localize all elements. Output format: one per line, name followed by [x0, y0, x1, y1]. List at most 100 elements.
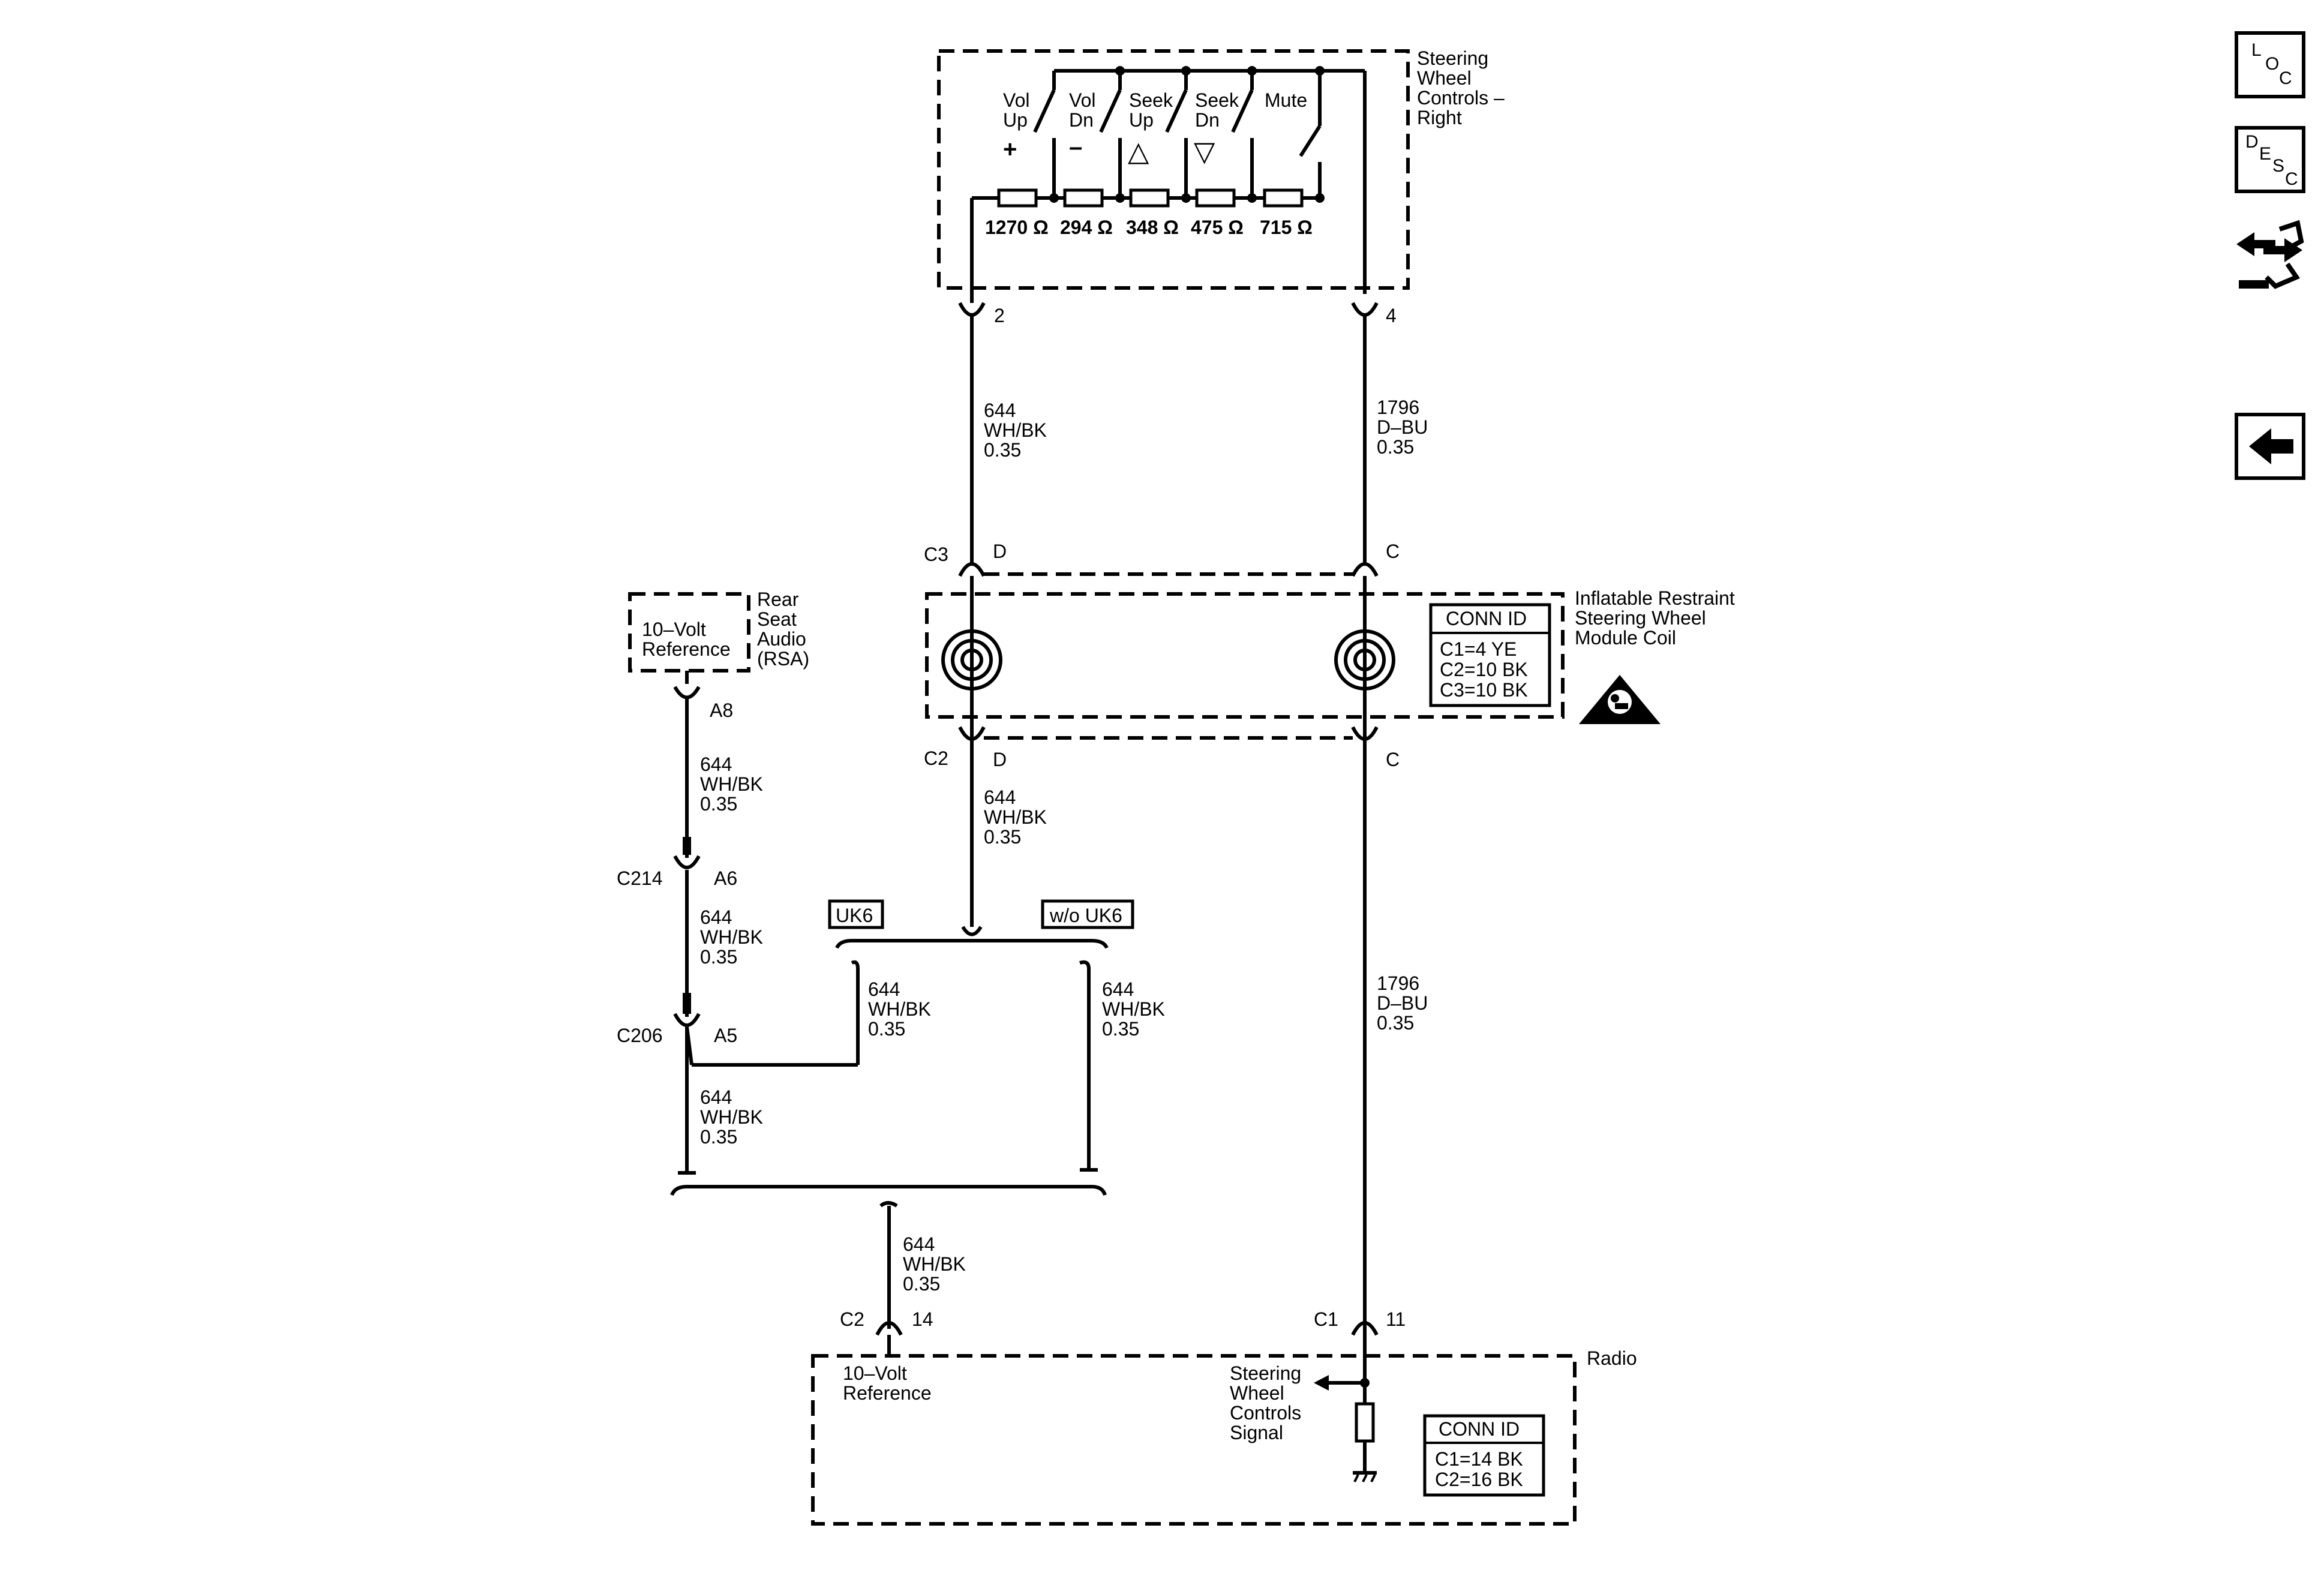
svg-text:WH/BK: WH/BK [984, 806, 1047, 828]
svg-text:WH/BK: WH/BK [700, 1106, 763, 1128]
svg-text:D–BU: D–BU [1377, 992, 1428, 1014]
svg-text:644: 644 [700, 1086, 732, 1108]
wire-label-c206-down: 644 WH/BK 0.35 [700, 1086, 763, 1148]
wire-label-coil-below-left: 644 WH/BK 0.35 [984, 786, 1047, 848]
radio-ref-label-line1: 10–Volt [843, 1362, 907, 1384]
svg-text:0.35: 0.35 [700, 1126, 737, 1148]
switch-vol-up-label: Vol [1003, 89, 1029, 111]
wire-label-upper-right: 1796 D–BU 0.35 [1377, 397, 1428, 458]
coil-title-line3: Module Coil [1575, 627, 1676, 649]
swc-title-line1: Steering [1417, 47, 1488, 69]
pin-4-label: 4 [1386, 305, 1397, 326]
svg-text:w/o UK6: w/o UK6 [1049, 905, 1122, 926]
svg-text:O: O [2265, 54, 2279, 74]
wire-label-to-radio: 644 WH/BK 0.35 [903, 1233, 966, 1295]
option-bus: UK6 w/o UK6 644 WH/BK 0.35 644 WH/BK 0.3… [692, 899, 1165, 1172]
rsa-title-line4: (RSA) [757, 648, 809, 670]
wo-uk6-option-box: w/o UK6 [1041, 899, 1134, 929]
resistor-1270-label: 1270 Ω [985, 217, 1049, 238]
svg-text:0.35: 0.35 [700, 793, 737, 815]
ground-icon [1353, 1471, 1377, 1482]
radio-title: Radio [1587, 1347, 1637, 1369]
rsa-title-line2: Seat [757, 608, 797, 630]
rsa-ref-label-line2: Reference [642, 638, 731, 660]
radio-c1-label: C1 [1314, 1308, 1338, 1330]
svg-text:644: 644 [700, 754, 732, 775]
minus-icon: – [1069, 134, 1082, 160]
rear-seat-audio: 10–Volt Reference Rear Seat Audio (RSA) … [628, 589, 809, 721]
radio-signal-line4: Signal [1230, 1422, 1283, 1443]
radio-c2-label: C2 [840, 1308, 864, 1330]
svg-text:0.35: 0.35 [700, 946, 737, 968]
svg-text:WH/BK: WH/BK [1102, 998, 1165, 1020]
c206-label: C206 [617, 1025, 663, 1046]
svg-text:WH/BK: WH/BK [903, 1253, 966, 1275]
svg-text:0.35: 0.35 [868, 1018, 905, 1040]
svg-text:CONN ID: CONN ID [1446, 608, 1527, 629]
c206-connector: C206 A5 [617, 1013, 737, 1046]
switch-vol-dn-label2: Dn [1069, 109, 1094, 131]
c214-pin-a6: A6 [714, 867, 737, 889]
svg-text:WH/BK: WH/BK [700, 926, 763, 948]
coil-spiral-right [1334, 629, 1395, 691]
c3-pin-c: C [1386, 541, 1400, 562]
svg-text:0.35: 0.35 [1377, 436, 1414, 458]
svg-text:UK6: UK6 [836, 905, 873, 926]
c3-pin-d: D [993, 541, 1007, 562]
svg-text:D–BU: D–BU [1377, 416, 1428, 438]
plus-icon: + [1003, 136, 1017, 163]
pin-2-label: 2 [994, 305, 1005, 326]
svg-text:E: E [2259, 144, 2271, 164]
resistor-294-label: 294 Ω [1060, 217, 1113, 238]
resistor-348-label: 348 Ω [1126, 217, 1179, 238]
radio-conn-id-box: CONN ID C1=14 BK C2=16 BK [1423, 1414, 1545, 1497]
clock-spring-coil: C3 D C C2 D C CONN ID C1=4 YE C2 [924, 541, 1735, 770]
switch-seek-dn-label: Seek [1195, 89, 1239, 111]
svg-text:644: 644 [984, 786, 1016, 808]
coil-title-line2: Steering Wheel [1575, 607, 1706, 629]
switch-mute-label: Mute [1265, 89, 1307, 111]
svg-text:C2=10 BK: C2=10 BK [1440, 659, 1528, 680]
wire-label-upper-left: 644 WH/BK 0.35 [984, 400, 1047, 461]
radio-signal-line2: Wheel [1230, 1382, 1284, 1404]
svg-text:WH/BK: WH/BK [868, 998, 931, 1020]
resistor-715-label: 715 Ω [1260, 217, 1313, 238]
wire-label-wo-uk6: 644 WH/BK 0.35 [1102, 978, 1165, 1040]
swc-connector: 2 4 [958, 302, 1397, 326]
coil-conn-id-box: CONN ID C1=4 YE C2=10 BK C3=10 BK [1429, 603, 1551, 707]
svg-text:644: 644 [984, 400, 1016, 421]
svg-text:644: 644 [700, 906, 732, 928]
svg-text:C2=16 BK: C2=16 BK [1435, 1469, 1523, 1490]
svg-text:644: 644 [903, 1233, 935, 1255]
c2-coil-label: C2 [924, 748, 948, 769]
loc-icon[interactable]: L O C [2235, 31, 2305, 98]
desc-icon[interactable]: D E S C [2235, 126, 2305, 193]
svg-text:WH/BK: WH/BK [700, 773, 763, 795]
rsa-title-line3: Audio [757, 628, 806, 650]
radio: C2 14 C1 11 Radio 10–Volt Reference Stee… [811, 1308, 1637, 1526]
svg-text:C3=10 BK: C3=10 BK [1440, 679, 1528, 701]
connector-route-icon[interactable] [2230, 217, 2308, 295]
svg-text:0.35: 0.35 [1377, 1012, 1414, 1034]
switch-vol-dn-label: Vol [1069, 89, 1095, 111]
svg-text:WH/BK: WH/BK [984, 419, 1047, 441]
steering-wheel-controls: Steering Wheel Controls – Right Vol U [937, 47, 1505, 303]
radio-ref-label-line2: Reference [843, 1382, 932, 1404]
triangle-down-icon: ▽ [1194, 136, 1215, 167]
radio-signal-line1: Steering [1230, 1362, 1301, 1384]
wire-label-c214-c206: 644 WH/BK 0.35 [700, 906, 763, 968]
radio-c2-pin-14: 14 [912, 1308, 933, 1330]
airbag-warning-icon [1579, 675, 1661, 724]
svg-text:644: 644 [868, 978, 900, 1000]
radio-signal-line3: Controls [1230, 1402, 1301, 1424]
svg-text:C1=14 BK: C1=14 BK [1435, 1448, 1523, 1470]
resistor-475-label: 475 Ω [1191, 217, 1244, 238]
c214-label: C214 [617, 867, 663, 889]
back-arrow-icon[interactable] [2235, 413, 2305, 480]
svg-text:0.35: 0.35 [903, 1273, 940, 1295]
c206-pin-a5: A5 [714, 1025, 737, 1046]
svg-text:C1=4 YE: C1=4 YE [1440, 638, 1517, 660]
svg-text:L: L [2251, 40, 2262, 60]
svg-text:0.35: 0.35 [984, 439, 1021, 461]
